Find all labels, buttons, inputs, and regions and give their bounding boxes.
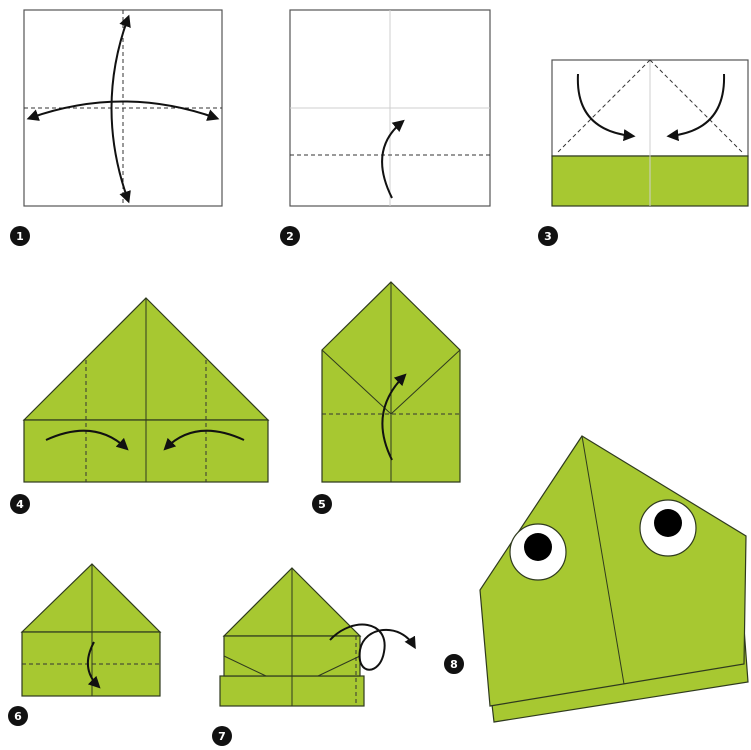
step-3-right-diagonal-crease	[649, 59, 745, 155]
step-6-body	[21, 631, 161, 697]
step-4-diagram	[22, 297, 270, 483]
step-1-number: 1	[16, 230, 24, 243]
step-3-left-diagonal-crease	[555, 59, 651, 155]
step-1-vertical-fold-arrow	[110, 14, 131, 204]
step-6-badge: 6	[8, 706, 28, 726]
step-4-badge: 4	[10, 494, 30, 514]
step-3-right-fold-arrow	[666, 73, 726, 142]
frog-left-eye-pupil	[524, 533, 552, 561]
step-7-badge: 7	[212, 726, 232, 746]
step-8-badge: 8	[442, 652, 466, 676]
step-6-diagram	[20, 563, 162, 697]
step-5-diagram	[321, 281, 461, 483]
step-7-number: 7	[218, 730, 226, 743]
step-7-right-flap-edge	[317, 655, 361, 677]
step-1-diagram	[23, 9, 223, 207]
step-3-left-fold-arrow	[576, 73, 636, 142]
step-1-horizontal-fold-arrow	[26, 100, 220, 121]
step-6-fold-arrow	[87, 641, 101, 689]
step-3-badge: 3	[538, 226, 558, 246]
step-4-left-fold-arrow	[45, 429, 129, 451]
step-3-diagram	[551, 59, 749, 207]
step-5-number: 5	[318, 498, 326, 511]
step-4-right-fold-arrow	[163, 429, 245, 451]
step-8-frog	[479, 435, 749, 723]
step-4-number: 4	[16, 498, 24, 511]
step-2-badge: 2	[280, 226, 300, 246]
frog-right-eye-pupil	[654, 509, 682, 537]
step-8-number: 8	[450, 658, 458, 671]
frog-center-crease	[581, 435, 625, 685]
step-5-badge: 5	[312, 494, 332, 514]
step-2-diagram	[289, 9, 491, 207]
step-2-fold-up-arrow	[381, 119, 405, 199]
step-5-fold-up-arrow	[381, 373, 407, 461]
step-7-diagram	[219, 567, 416, 707]
step-5-left-flap-edge	[321, 349, 392, 415]
step-6-number: 6	[14, 710, 22, 723]
step-1-badge: 1	[10, 226, 30, 246]
step-7-left-flap-edge	[223, 655, 267, 677]
step-2-number: 2	[286, 230, 294, 243]
step-5-right-flap-edge	[390, 349, 461, 415]
step-7-turn-over-arrow	[329, 623, 416, 671]
step-3-number: 3	[544, 230, 552, 243]
step-6-triangle	[20, 563, 162, 633]
